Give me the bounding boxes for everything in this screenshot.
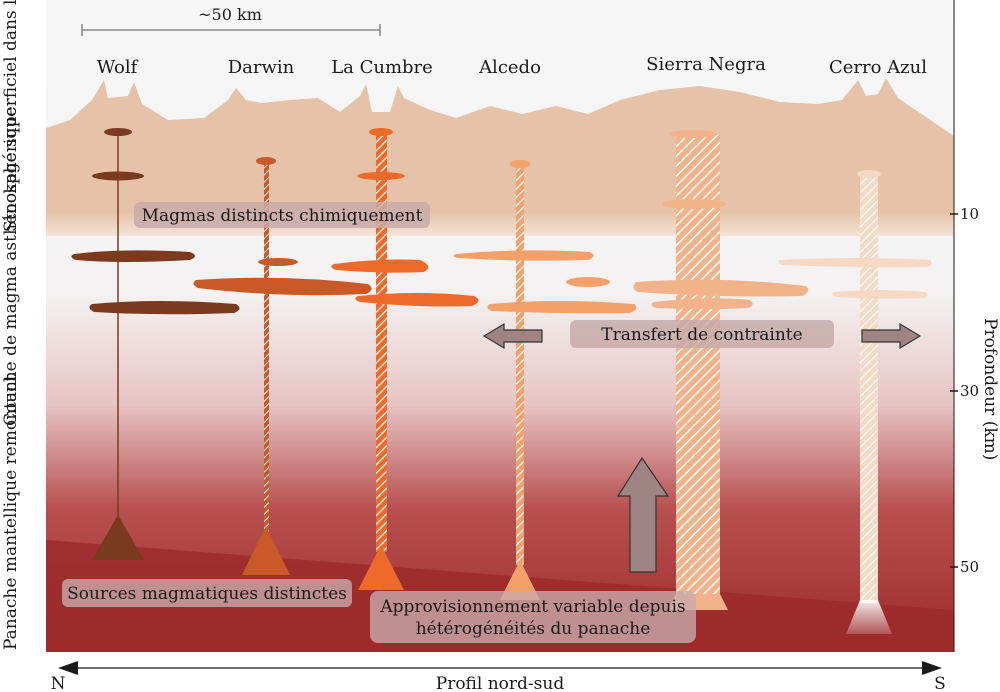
alcedo-plumbing xyxy=(453,160,637,600)
sierra-negra-sill xyxy=(651,298,753,309)
chem-label-box xyxy=(134,202,430,228)
darwin-conduit xyxy=(264,162,269,532)
wolf-reservoir xyxy=(92,171,144,181)
cerro-azul-conduit xyxy=(860,175,878,603)
wolf-plumbing xyxy=(71,128,240,560)
darwin-reservoir xyxy=(258,258,298,266)
stress-arrow-left-icon xyxy=(482,322,543,350)
la-cumbre-source-cone xyxy=(358,545,404,590)
layer-label-crust: Stockage superficiel dans la croûte xyxy=(1,0,21,232)
supply-label-box xyxy=(370,591,696,643)
alcedo-conduit xyxy=(516,165,524,565)
profile-south-label: S xyxy=(934,674,946,692)
darwin-source-cone xyxy=(242,526,290,575)
volcano-label-cerro-azul: Cerro Azul xyxy=(829,57,927,78)
sierra-negra-sill xyxy=(633,279,809,297)
depth-axis: 10 30 50 Profondeur (km) xyxy=(950,0,1000,652)
alcedo-source-cone xyxy=(500,560,540,600)
crust-layer xyxy=(46,78,954,236)
scale-bar: ~50 km xyxy=(81,5,381,36)
profile-arrow-right-icon xyxy=(922,661,942,675)
volcano-label-sierra-negra: Sierra Negra xyxy=(646,54,766,75)
alcedo-sill xyxy=(566,277,610,287)
scale-bar-label: ~50 km xyxy=(198,5,262,24)
cerro-azul-plumbing xyxy=(778,170,932,634)
chem-label: Magmas distincts chimiquement xyxy=(142,206,423,226)
stress-label-box xyxy=(570,320,834,348)
profile-arrow-left-icon xyxy=(58,661,78,675)
alcedo-reservoir xyxy=(510,160,530,168)
stress-arrow-right-icon xyxy=(861,322,922,350)
layer-label-asthenosphere: Couche de magma asthénosphérique xyxy=(1,107,21,426)
sierra-negra-reservoir xyxy=(670,130,718,138)
darwin-plumbing xyxy=(193,157,372,575)
la-cumbre-plumbing xyxy=(331,128,479,590)
depth-tick-label: 50 xyxy=(960,558,979,576)
profile-north-label: N xyxy=(51,674,66,692)
volcano-label-wolf: Wolf xyxy=(97,57,139,78)
sierra-negra-plumbing xyxy=(633,130,809,610)
darwin-sill xyxy=(193,277,372,296)
supply-label-line1: Approvisionnement variable depuis xyxy=(379,597,685,617)
cerro-azul-sill xyxy=(832,290,928,299)
wolf-sill xyxy=(71,250,195,262)
darwin-reservoir xyxy=(256,157,276,165)
volcano-label-alcedo: Alcedo xyxy=(478,57,541,78)
supply-label-line2: hétérogénéités du panache xyxy=(416,619,651,639)
cerro-azul-sill xyxy=(778,258,932,268)
layer-label-plume: Panache mantellique remontant xyxy=(1,374,21,650)
depth-tick-label: 10 xyxy=(960,205,979,223)
cerro-azul-source-cone xyxy=(846,600,892,634)
depth-axis-label: Profondeur (km) xyxy=(980,318,1000,460)
depth-tick-label: 30 xyxy=(960,382,979,400)
la-cumbre-sill xyxy=(331,259,429,273)
la-cumbre-reservoir xyxy=(357,172,405,180)
stress-label: Transfert de contrainte xyxy=(601,325,802,345)
la-cumbre-conduit xyxy=(376,132,387,552)
profile-label: Profil nord-sud xyxy=(436,674,565,692)
volcano-label-la-cumbre: La Cumbre xyxy=(331,57,433,78)
profile-axis: N S Profil nord-sud xyxy=(51,661,946,692)
alcedo-sill xyxy=(453,250,594,261)
sierra-negra-conduit xyxy=(676,134,720,594)
sources-label-box xyxy=(62,579,352,607)
wolf-source-cone xyxy=(92,515,144,560)
plume-upwelling-arrow-icon xyxy=(616,456,670,573)
wolf-reservoir xyxy=(104,128,132,136)
cerro-azul-reservoir xyxy=(857,170,881,178)
la-cumbre-sill xyxy=(355,293,479,307)
wolf-sill xyxy=(89,301,240,315)
la-cumbre-reservoir xyxy=(369,128,393,136)
alcedo-sill xyxy=(487,301,637,314)
sources-label: Sources magmatiques distinctes xyxy=(67,584,347,604)
volcano-label-darwin: Darwin xyxy=(228,57,295,78)
sierra-negra-reservoir xyxy=(662,199,726,209)
